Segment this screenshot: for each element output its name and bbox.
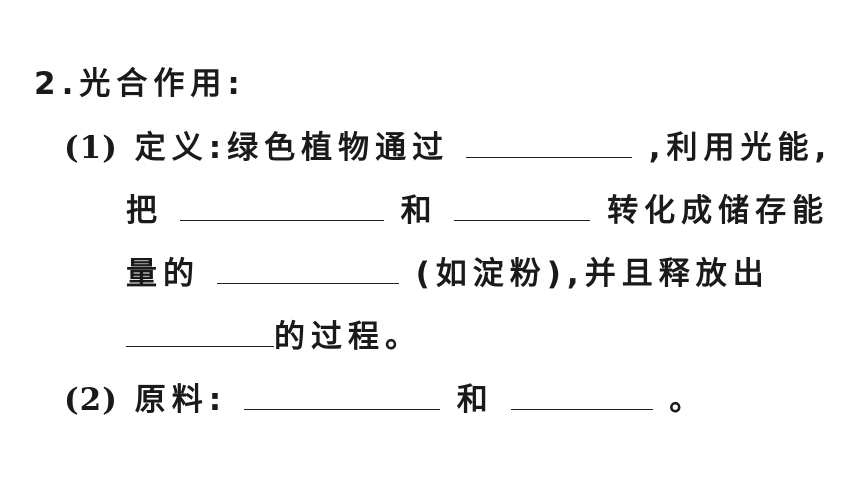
definition-text-1a: 绿色植物通过: [227, 130, 450, 166]
blank-raw-material-1[interactable]: [243, 379, 440, 410]
section-heading: 2.光合作用:: [34, 64, 246, 104]
definition-text-3a: 量的: [126, 256, 200, 292]
blank-reactant-1[interactable]: [179, 190, 384, 221]
raw-materials-term: 原料:: [134, 382, 228, 418]
blank-reactant-2[interactable]: [454, 190, 591, 221]
definition-text-2a: 把: [126, 193, 163, 229]
definition-text-3b: (如淀粉),并且释放出: [415, 256, 770, 292]
blank-raw-material-2[interactable]: [510, 379, 653, 410]
blank-oxygen[interactable]: [126, 316, 274, 347]
definition-text-2c: 转化成储存能: [607, 193, 830, 229]
definition-line-2: 把 和 转化成储存能: [126, 190, 829, 231]
item-1-label: (1): [64, 130, 118, 166]
definition-line-4: 的过程。: [126, 316, 422, 357]
raw-materials-line: (2) 原料: 和 。: [64, 379, 706, 420]
definition-term: 定义:: [134, 130, 228, 166]
raw-materials-period: 。: [669, 382, 707, 418]
blank-organic-matter[interactable]: [216, 253, 399, 284]
definition-line-1: (1) 定义:绿色植物通过 ,利用光能,: [64, 127, 832, 168]
heading-text: 2.光合作用:: [34, 66, 246, 102]
definition-text-2b: 和: [400, 193, 438, 229]
raw-materials-and: 和: [456, 382, 494, 418]
item-2-label: (2): [64, 382, 118, 418]
blank-pigment[interactable]: [465, 127, 632, 158]
definition-text-1b: ,利用光能,: [648, 130, 833, 166]
definition-line-3: 量的 (如淀粉),并且释放出: [126, 253, 770, 294]
definition-text-4a: 的过程。: [274, 319, 422, 355]
